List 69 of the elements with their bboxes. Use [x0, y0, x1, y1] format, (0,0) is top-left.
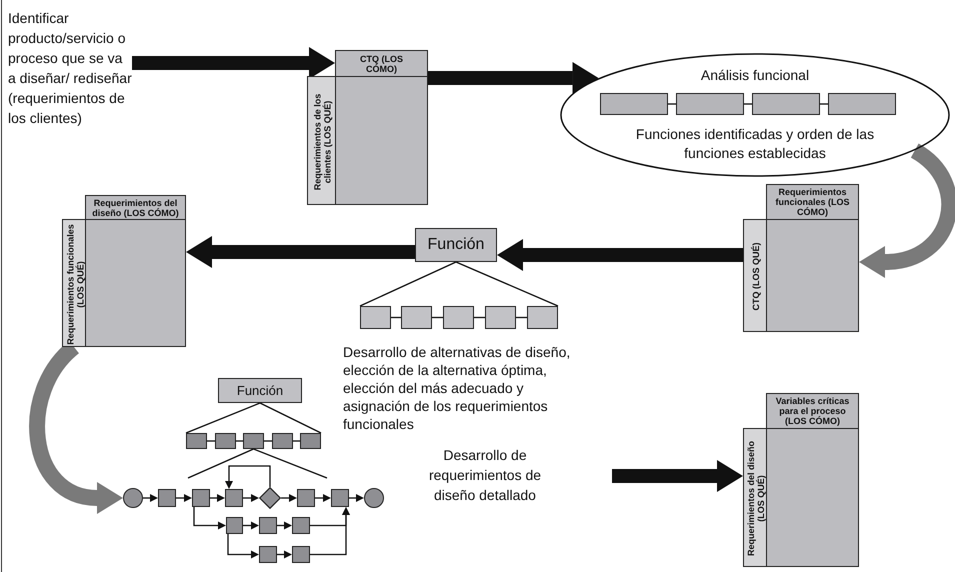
process-box	[676, 93, 744, 115]
connector-line	[456, 261, 558, 307]
process-box	[401, 306, 432, 329]
process-box	[300, 433, 321, 449]
connector-line	[260, 402, 322, 434]
connector-line	[186, 402, 260, 434]
column-header: Variables críticas para el proceso (LOS CÓMO)	[766, 393, 859, 429]
row-header: Requerimientos funcionales (LOS QUÉ)	[62, 219, 86, 347]
process-box	[226, 517, 243, 534]
connector-line	[474, 316, 485, 318]
arrow	[143, 494, 158, 502]
process-box	[272, 433, 293, 449]
decision-diamond	[259, 487, 281, 509]
arrow	[225, 465, 271, 489]
process-box	[292, 517, 310, 534]
process-box	[360, 306, 391, 329]
arrow	[193, 507, 226, 530]
connector-line	[391, 316, 401, 318]
description-text: Desarrollo de alternativas de diseño, elección de la alternativa óptima, elección del más adecuado y asignación de los requerimientos funcionales	[343, 343, 572, 433]
process-box	[225, 489, 243, 507]
arrow	[176, 494, 192, 502]
arrow	[310, 507, 350, 556]
arrow	[349, 494, 364, 502]
process-box	[600, 93, 668, 115]
block-arrow	[132, 47, 335, 79]
process-box	[243, 433, 264, 449]
arrow	[277, 522, 292, 530]
block-arrow	[428, 62, 599, 94]
connector-line	[360, 261, 456, 307]
arrow	[281, 494, 297, 502]
function-box: Función	[415, 228, 497, 262]
ellipse-description: Funciones identificadas y orden de las funciones establecidas	[634, 125, 876, 163]
process-box	[192, 489, 210, 507]
column-header: CTQ (LOS CÓMO)	[335, 50, 428, 77]
column-header: Requerimientos funcionales (LOS CÓMO)	[766, 184, 859, 220]
arrow	[315, 494, 331, 502]
block-arrow	[612, 460, 743, 492]
process-box	[331, 489, 349, 507]
step-text: Identificar producto/servicio o proceso que se va a diseñar/ rediseñar (requerimientos de los clientes)	[8, 9, 132, 128]
process-box	[215, 433, 236, 449]
block-arrow	[497, 239, 743, 271]
terminal-circle	[364, 488, 384, 508]
arrow	[277, 550, 292, 558]
process-box	[297, 489, 315, 507]
block-arrow	[186, 236, 415, 268]
process-box	[828, 93, 896, 115]
ellipse-title: Análisis funcional	[700, 66, 810, 85]
row-header: Requerimientos del diseño (LOS QUÉ)	[743, 428, 767, 567]
arrow	[210, 494, 225, 502]
process-box	[752, 93, 820, 115]
connector-line	[516, 316, 527, 318]
arrow	[243, 494, 259, 502]
process-box	[158, 489, 176, 507]
arrow	[227, 534, 259, 558]
process-box	[259, 517, 277, 534]
column-header: Requerimientos del diseño (LOS CÓMO)	[85, 195, 186, 220]
process-box	[186, 433, 207, 449]
process-box	[443, 306, 474, 329]
arrow	[243, 522, 259, 530]
process-box	[259, 546, 277, 563]
process-box	[292, 546, 310, 563]
process-box	[485, 306, 516, 329]
process-box	[527, 306, 558, 329]
function-box: Función	[218, 378, 302, 403]
connector-line	[432, 316, 443, 318]
terminal-circle	[123, 488, 143, 508]
row-header: CTQ (LOS QUÉ)	[743, 219, 767, 332]
row-header: Requerimientos de los clientes (LOS QUÉ)	[307, 76, 336, 205]
description-text: Desarrollo de requerimientos de diseño detallado	[428, 446, 542, 505]
